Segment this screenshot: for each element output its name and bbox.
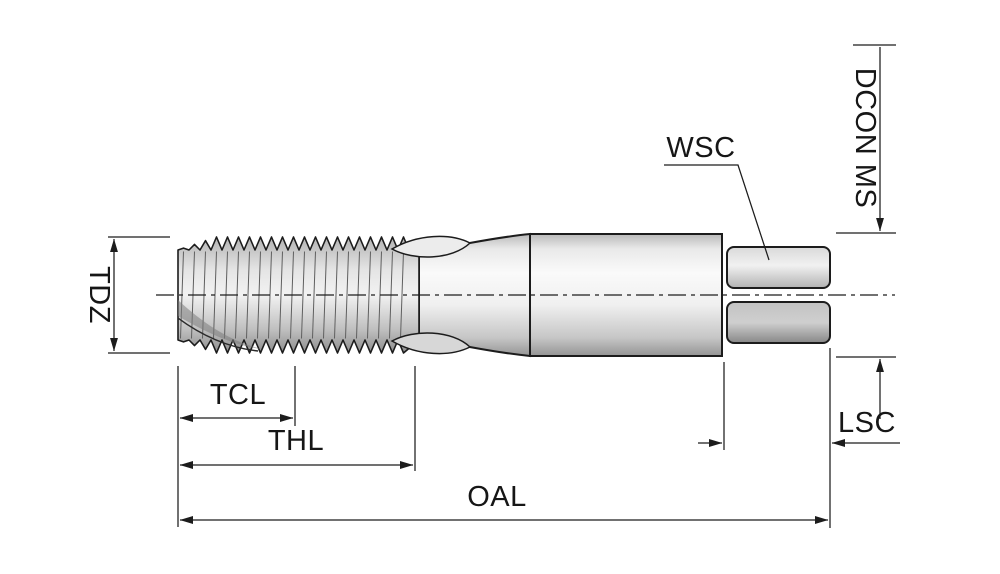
flute-runout-top [390,235,472,258]
label-wsc: WSC [666,132,735,164]
square-drive-bottom [726,301,831,344]
label-oal: OAL [467,481,527,513]
square-drive-top [726,246,831,289]
label-tcl: TCL [210,379,266,411]
shank-section [529,233,723,357]
label-lsc: LSC [838,407,896,439]
label-dcon-ms: DCON MS [849,68,881,208]
label-tdz: TDZ [83,266,115,324]
flute-runout-bottom [390,332,472,355]
wsc-leader-line [664,164,770,261]
label-thl: THL [268,425,324,457]
